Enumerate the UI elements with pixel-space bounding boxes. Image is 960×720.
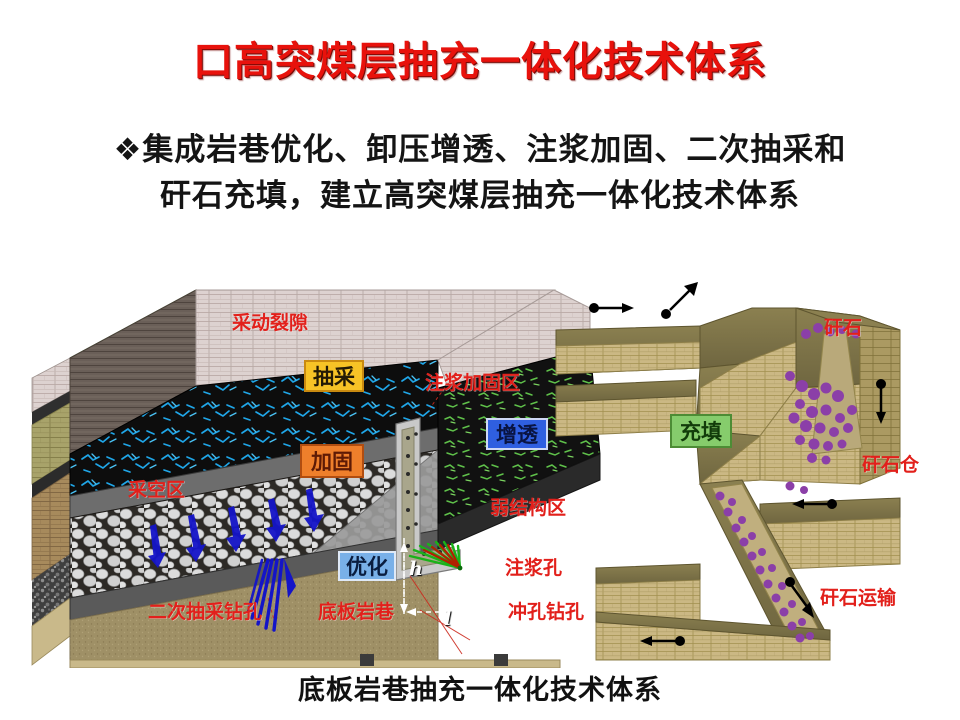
- label-caidong-liexi: 采动裂隙: [232, 312, 309, 334]
- label-erci-choucai: 二次抽采钻孔: [148, 601, 263, 623]
- gas-flow-arrows-goaf: [148, 488, 324, 568]
- bottom-floor-roof: [595, 611, 831, 641]
- arrow-down-silo: [876, 379, 886, 424]
- callout-box-chaicai[interactable]: 抽采: [304, 360, 364, 392]
- drift-top-left-lower: [555, 379, 697, 403]
- gangue-silo-roof: [795, 307, 901, 331]
- label-zhujiangkong: 注浆孔: [505, 557, 563, 579]
- dimension-label-h-dim: h: [409, 558, 423, 580]
- arrow-left-bottom: [640, 636, 685, 646]
- mining-system-illustration: [31, 282, 901, 668]
- dimension-markers: [400, 538, 458, 616]
- arrow-down-incline: [785, 577, 814, 618]
- callout-box-jiagu[interactable]: 加固: [300, 444, 364, 478]
- annotation-pointer-lines: [267, 377, 471, 655]
- arrow-upright: [661, 282, 698, 319]
- subtitle-block: ❖集成岩巷优化、卸压增透、注浆加固、二次抽采和 矸石充填，建立高突煤层抽充一体化…: [0, 128, 960, 220]
- coal-zone-front-face: [437, 453, 601, 551]
- label-chongkong-zuankong: 冲孔钻孔: [508, 601, 585, 623]
- arrow-left-drift: [792, 499, 837, 509]
- callout-box-youhua[interactable]: 优化: [338, 551, 396, 581]
- label-ganshi-yunshu: 矸石运输: [820, 587, 897, 609]
- callout-box-chongtian[interactable]: 充填: [670, 414, 732, 448]
- plinth-notch-1: [360, 654, 374, 666]
- drift-wall-left: [555, 341, 701, 375]
- gangue-filling-system: [555, 282, 901, 661]
- injection-consolidation-rock: [437, 289, 591, 389]
- secondary-extraction-boreholes: [246, 558, 296, 632]
- figure-caption: 底板岩巷抽充一体化技术体系: [298, 675, 662, 706]
- arrow-right-top: [589, 303, 634, 313]
- label-diban-yanxiang: 底板岩巷: [318, 601, 395, 623]
- strata-coal-thin-1: [32, 391, 70, 425]
- callout-box-zengtou[interactable]: 增透: [486, 418, 548, 450]
- dimension-label-l-dim: l: [444, 608, 452, 630]
- title-row: 口高突煤层抽充一体化技术体系: [0, 40, 960, 84]
- page-title: 口高突煤层抽充一体化技术体系: [193, 39, 767, 85]
- label-ganshi: 矸石: [824, 317, 863, 339]
- plinth-notch-2: [494, 654, 508, 666]
- label-ganshicang: 矸石仓: [862, 454, 920, 476]
- figure-caption-row: 底板岩巷抽充一体化技术体系: [0, 668, 960, 707]
- base-plinth: [69, 659, 561, 668]
- label-ruojiegouqu: 弱结构区: [490, 497, 567, 519]
- left-section-face: [31, 357, 71, 666]
- label-zhujiang-jiaguqu: 注浆加固区: [425, 372, 521, 394]
- strata-gravel: [32, 554, 70, 626]
- gangue-particles: [715, 323, 861, 643]
- diagram-figure: [0, 268, 960, 668]
- strata-coal-thin-2: [32, 460, 70, 498]
- subtitle-line-1: ❖集成岩巷优化、卸压增透、注浆加固、二次抽采和: [113, 132, 847, 168]
- label-caikongqu: 采空区: [128, 479, 186, 501]
- subtitle-line-2: 矸石充填，建立高突煤层抽充一体化技术体系: [160, 177, 800, 214]
- material-flow-arrows: [589, 282, 886, 646]
- grouting-and-flushing-boreholes: [408, 540, 463, 571]
